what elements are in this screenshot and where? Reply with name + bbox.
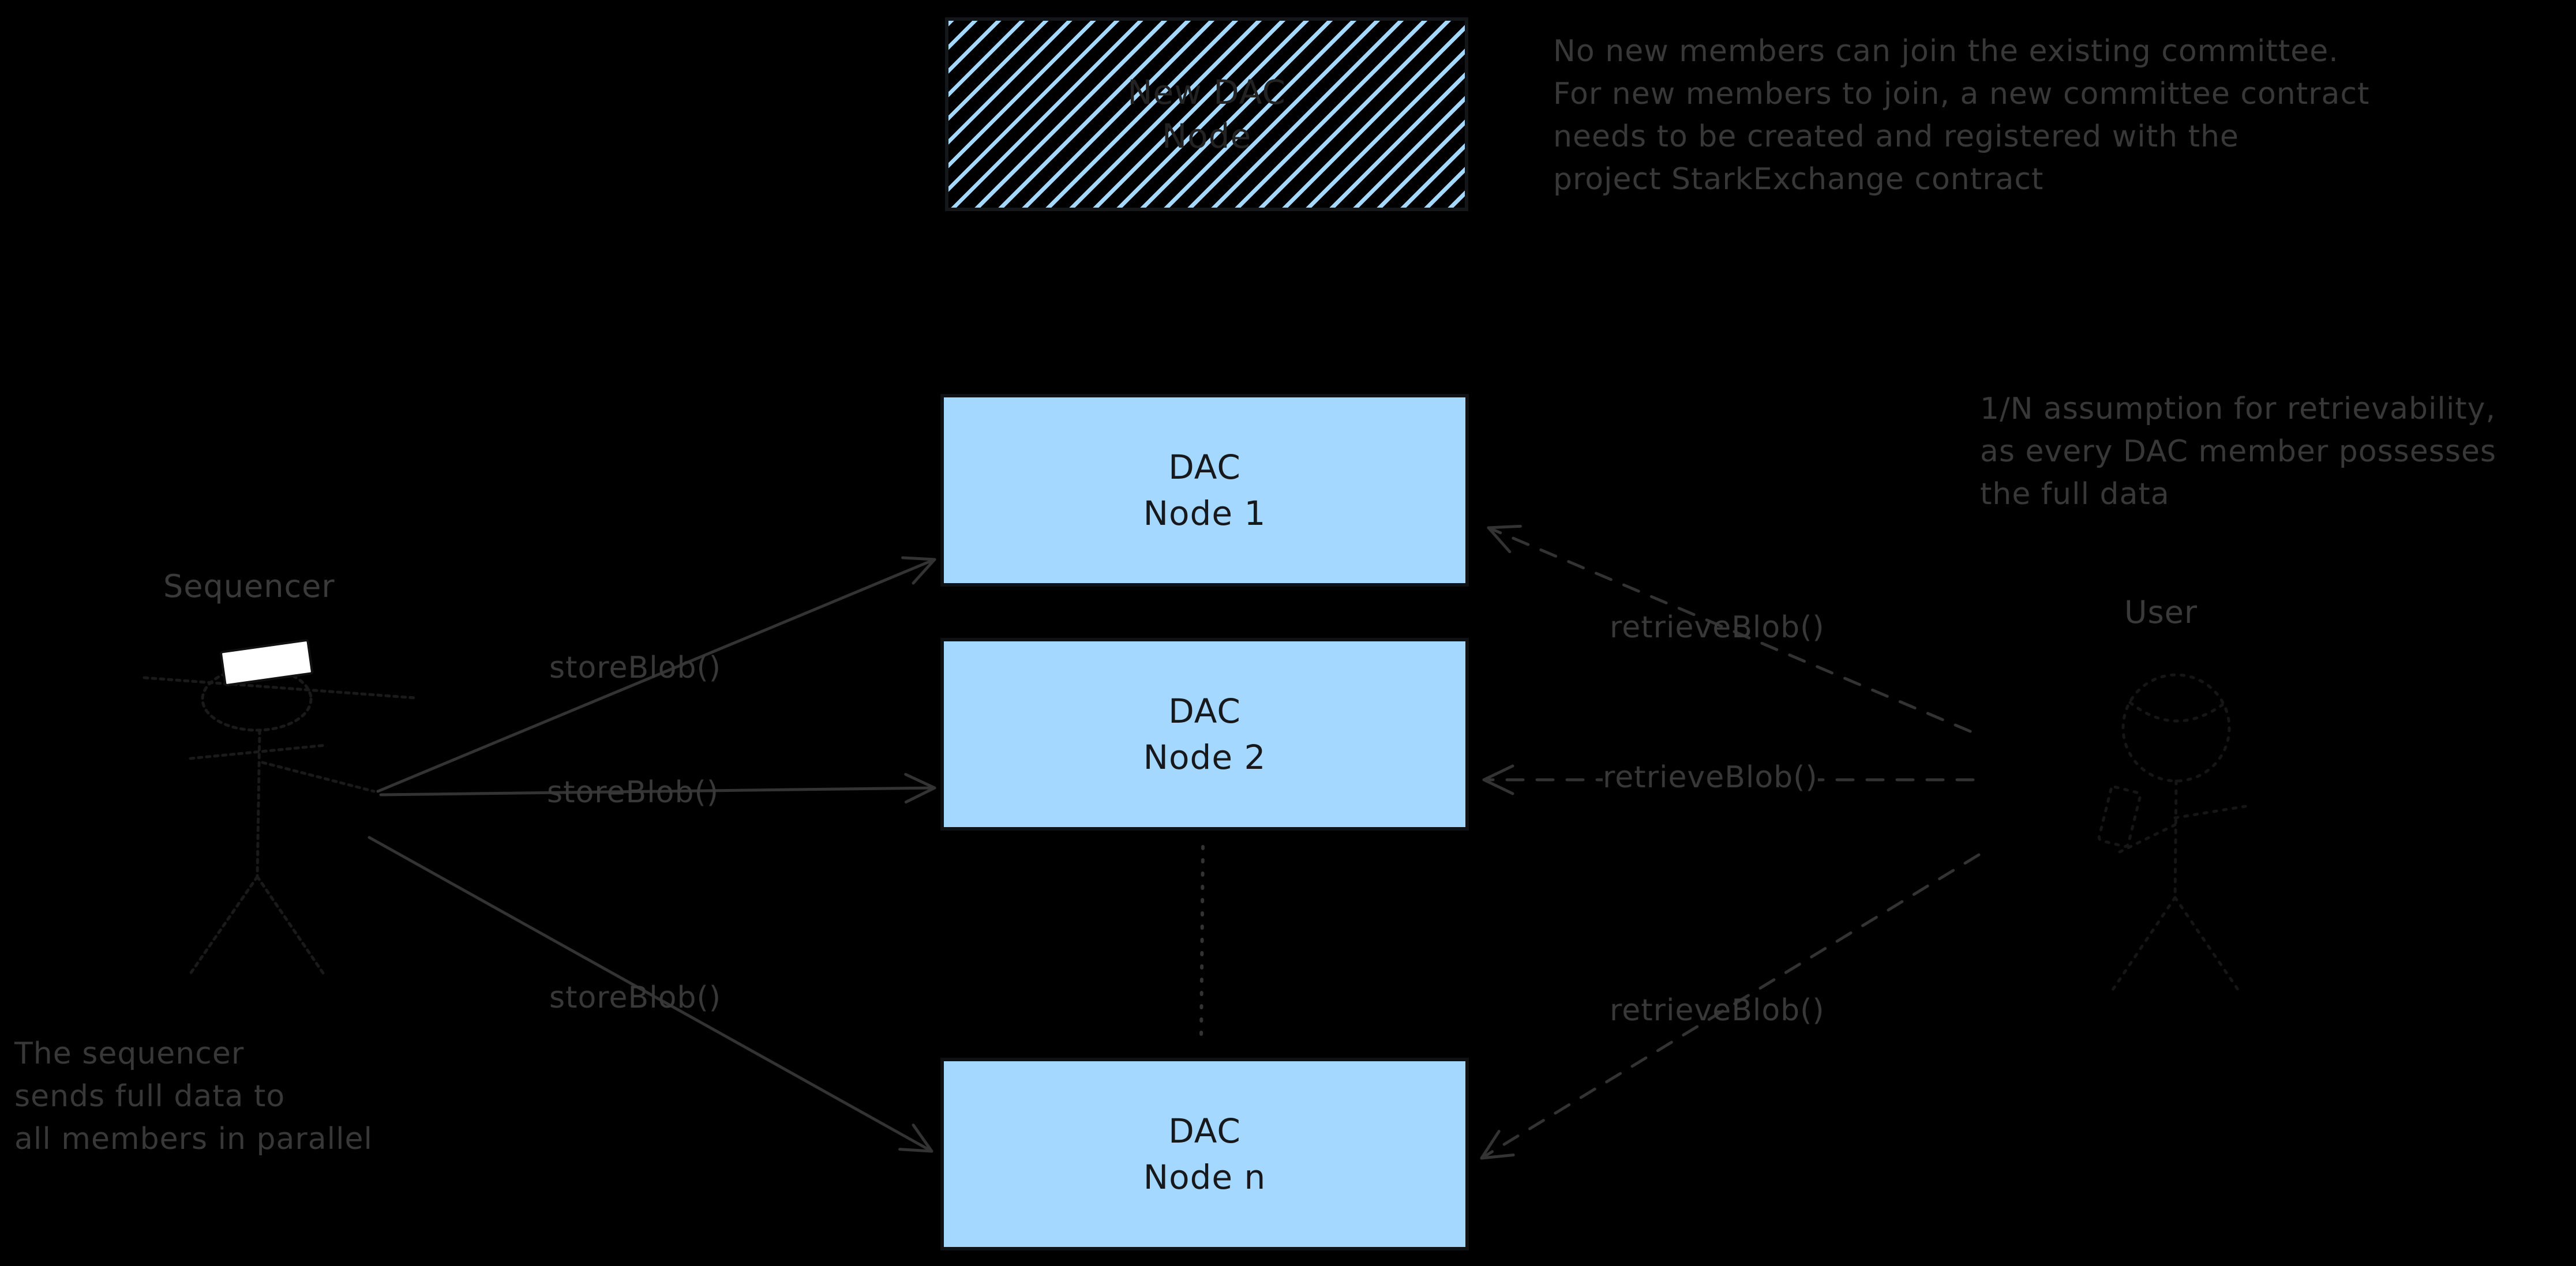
new-dac-node-box: New DAC Node (945, 17, 1468, 211)
annotation-right-line3: the full data (1980, 477, 2170, 512)
sequencer-white-card (220, 639, 313, 686)
dac-node-1-line2: Node 1 (1143, 494, 1266, 533)
annotation-top-right: No new members can join the existing com… (1553, 30, 2369, 201)
dac-node-n-line2: Node n (1143, 1158, 1266, 1197)
sequencer-figure (143, 639, 417, 976)
store-blob-label-1: storeBlob() (549, 651, 722, 685)
annotation-right-line1: 1/N assumption for retrievability, (1980, 392, 2496, 426)
dac-node-2-box: DAC Node 2 (940, 638, 1469, 831)
node-ellipsis-connector (1199, 845, 1205, 1040)
sequencer-label: Sequencer (163, 568, 335, 604)
store-blob-label-2: storeBlob() (547, 775, 719, 810)
retrieve-blob-label-1: retrieveBlob() (1610, 610, 1825, 645)
retrieve-arrow-to-node-1 (1487, 524, 1972, 733)
annotation-bottom-left-line3: all members in parallel (14, 1122, 373, 1156)
store-arrow-to-node-1 (376, 556, 936, 793)
dac-node-n-box: DAC Node n (940, 1058, 1469, 1250)
store-arrow-to-node-2 (379, 773, 936, 804)
annotation-bottom-left: The sequencer sends full data to all mem… (14, 1032, 373, 1160)
annotation-top-right-line2: For new members to join, a new committee… (1553, 77, 2370, 111)
dac-node-n-line1: DAC (1168, 1111, 1241, 1151)
annotation-right: 1/N assumption for retrievability, as ev… (1980, 388, 2496, 516)
user-label: User (2124, 594, 2198, 630)
annotation-top-right-line1: No new members can join the existing com… (1553, 34, 2339, 69)
retrieve-arrow-to-node-n (1480, 853, 1981, 1160)
dac-node-1-line1: DAC (1168, 448, 1241, 487)
annotation-top-right-line3: needs to be created and registered with … (1553, 119, 2239, 154)
retrieve-blob-label-2: retrieveBlob() (1603, 760, 1818, 795)
store-blob-label-3: storeBlob() (549, 981, 722, 1015)
annotation-top-right-line4: project StarkExchange contract (1553, 162, 2044, 197)
annotation-bottom-left-line2: sends full data to (14, 1079, 286, 1114)
retrieve-blob-label-3: retrieveBlob() (1610, 993, 1825, 1028)
new-dac-node-label-line2: Node (1161, 117, 1252, 156)
annotation-bottom-left-line1: The sequencer (14, 1036, 245, 1071)
dac-node-2-line2: Node 2 (1143, 738, 1266, 777)
dac-node-2-line1: DAC (1168, 692, 1241, 731)
annotation-right-line2: as every DAC member possesses (1980, 434, 2497, 469)
dac-node-1-box: DAC Node 1 (940, 394, 1469, 587)
store-arrow-to-node-n (368, 836, 933, 1153)
new-dac-node-label-line1: New DAC (1127, 73, 1286, 112)
user-figure (2097, 673, 2247, 994)
